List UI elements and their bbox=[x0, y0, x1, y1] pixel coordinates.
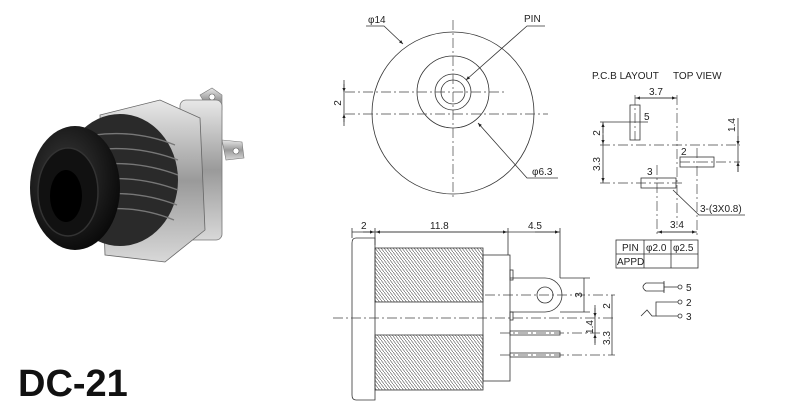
drawing-line bbox=[477, 122, 558, 179]
drawing-line bbox=[677, 299, 683, 305]
dimension-label: 11.8 bbox=[430, 221, 449, 232]
drawing-line bbox=[509, 269, 514, 281]
thread-upper bbox=[374, 247, 484, 303]
offset-dim: 2 bbox=[333, 100, 344, 106]
pin-label: PIN bbox=[524, 14, 541, 25]
dimension-label: 5 bbox=[644, 112, 650, 123]
drawing-line bbox=[672, 189, 745, 216]
dimension-label: 1.4 bbox=[585, 320, 596, 334]
inner-diameter-label: φ6.3 bbox=[532, 167, 553, 178]
drawing-line bbox=[677, 284, 683, 290]
dimension-label: 1.4 bbox=[727, 118, 738, 132]
dimension-label: 2 bbox=[602, 303, 613, 309]
dimension-label: φ2.0 bbox=[646, 243, 667, 254]
schematic-symbol: 5 2 3 bbox=[640, 281, 692, 323]
outer-diameter-label: φ14 bbox=[368, 15, 386, 26]
front-view: 2 φ14 PIN φ6.3 bbox=[333, 14, 558, 200]
thread-lower bbox=[374, 334, 484, 391]
product-photo: DC-21 bbox=[18, 87, 245, 405]
pad-note: 3-(3X0.8) bbox=[700, 204, 742, 215]
dimension-label: 3.7 bbox=[649, 87, 663, 98]
dimension-label: 4.5 bbox=[528, 221, 542, 232]
dimension-label: APPD bbox=[617, 257, 644, 268]
model-title: DC-21 bbox=[18, 363, 128, 405]
side-view: 2 11.8 4.5 3 2 1.4 3.3 bbox=[333, 221, 615, 401]
drawing-line bbox=[677, 313, 683, 319]
pad-3 bbox=[640, 177, 677, 189]
outer-circle bbox=[371, 31, 535, 195]
pcb-layout-title: P.C.B LAYOUT bbox=[592, 71, 659, 82]
pcb-layout: P.C.B LAYOUT TOP VIEW 3.7 5 2 3 2 3.3 1.… bbox=[592, 71, 745, 236]
dimension-label: PIN bbox=[622, 243, 639, 254]
pin-a bbox=[509, 330, 561, 336]
drawing-line bbox=[509, 311, 514, 321]
pin-b bbox=[509, 352, 561, 358]
dimension-label: 2 bbox=[681, 147, 687, 158]
drawing-line bbox=[50, 170, 82, 222]
drawing-line bbox=[366, 25, 404, 45]
top-view-title: TOP VIEW bbox=[673, 71, 722, 82]
dimension-label: 3 bbox=[574, 292, 585, 298]
dimension-label: φ2.5 bbox=[673, 243, 694, 254]
dimension-label: 3 bbox=[686, 312, 692, 323]
pad-2 bbox=[679, 156, 715, 168]
dimension-label: 2 bbox=[686, 298, 692, 309]
drawing-line bbox=[642, 282, 665, 292]
drawing-line bbox=[465, 25, 545, 81]
pin-table: PIN φ2.0 φ2.5 APPD bbox=[615, 239, 699, 269]
dimension-label: 2 bbox=[361, 221, 367, 232]
dimension-label: 5 bbox=[686, 283, 692, 294]
dimension-label: 3 bbox=[647, 167, 653, 178]
dimension-label: 2 bbox=[592, 130, 603, 136]
drawing-line bbox=[208, 93, 216, 101]
dimension-label: 3.4 bbox=[670, 220, 684, 231]
drawing-line bbox=[232, 147, 240, 155]
dimension-label: 3.3 bbox=[602, 331, 613, 345]
dimension-label: 3.3 bbox=[592, 157, 603, 171]
flange bbox=[351, 237, 376, 401]
pad-5 bbox=[629, 104, 641, 141]
drawing-line bbox=[640, 301, 678, 317]
drawing-line bbox=[66, 132, 179, 221]
